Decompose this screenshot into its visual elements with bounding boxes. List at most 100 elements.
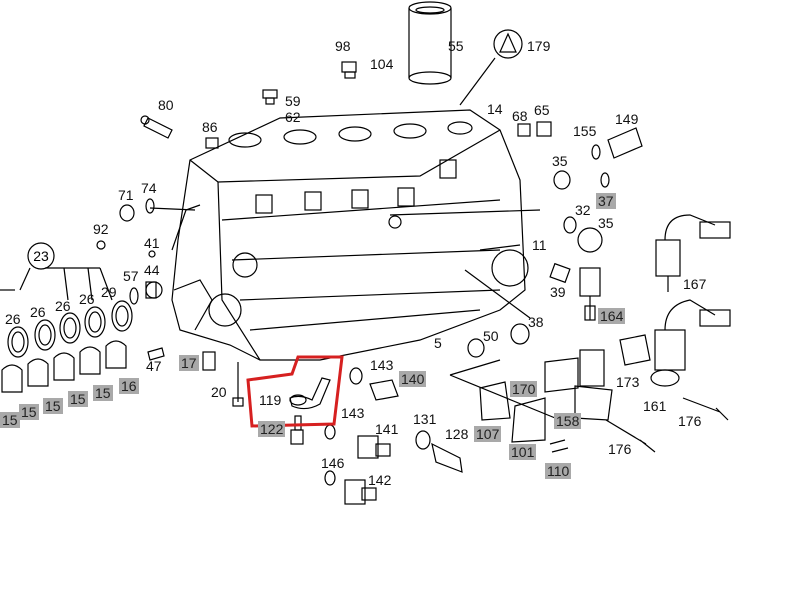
bolt-110-part bbox=[549, 439, 569, 453]
gasket-173-part bbox=[619, 334, 651, 366]
pipe-119-part bbox=[289, 377, 331, 410]
sleeve-86-part bbox=[205, 137, 219, 149]
part-label-35[interactable]: 35 bbox=[552, 153, 568, 169]
cylinder-liner-part bbox=[408, 1, 452, 85]
part-label-173[interactable]: 173 bbox=[616, 374, 640, 390]
part-label-26c[interactable]: 26 bbox=[55, 298, 71, 314]
washer-131-part bbox=[415, 430, 431, 450]
highlight-box-119 bbox=[246, 355, 344, 428]
part-label-74[interactable]: 74 bbox=[141, 180, 157, 196]
sleeves-50-38-part bbox=[467, 323, 530, 358]
part-label-35b[interactable]: 35 bbox=[598, 215, 614, 231]
svg-text:23: 23 bbox=[33, 248, 49, 264]
part-label-41[interactable]: 41 bbox=[144, 235, 160, 251]
engine-block-part bbox=[171, 109, 541, 361]
part-label-50[interactable]: 50 bbox=[483, 328, 499, 344]
part-label-80[interactable]: 80 bbox=[158, 97, 174, 113]
gasket-170-part bbox=[544, 357, 579, 393]
part-label-15e[interactable]: 15 bbox=[93, 385, 113, 401]
part-label-164[interactable]: 164 bbox=[598, 308, 626, 324]
plug-68-part bbox=[517, 121, 552, 137]
part-label-141[interactable]: 141 bbox=[375, 421, 399, 437]
plug-98-part bbox=[341, 61, 357, 79]
part-label-155[interactable]: 155 bbox=[573, 123, 597, 139]
bearing-caps-15-part bbox=[1, 340, 127, 393]
bolt-176-part bbox=[605, 419, 656, 453]
callout-23[interactable]: 23 bbox=[26, 241, 56, 271]
part-label-44[interactable]: 44 bbox=[144, 262, 160, 278]
part-label-17[interactable]: 17 bbox=[179, 355, 199, 371]
part-label-15b[interactable]: 15 bbox=[19, 404, 39, 420]
part-label-101[interactable]: 101 bbox=[509, 444, 537, 460]
sensor-142-part bbox=[344, 479, 377, 505]
part-label-15c[interactable]: 15 bbox=[43, 398, 63, 414]
sensor-140-part bbox=[369, 379, 399, 401]
part-label-38[interactable]: 38 bbox=[528, 314, 544, 330]
fitting-128-part bbox=[431, 442, 463, 473]
part-label-167[interactable]: 167 bbox=[683, 276, 707, 292]
part-label-104[interactable]: 104 bbox=[370, 56, 394, 72]
part-label-179[interactable]: 179 bbox=[527, 38, 551, 54]
part-label-65[interactable]: 65 bbox=[534, 102, 550, 118]
sensor-141-part bbox=[357, 435, 391, 459]
part-label-11[interactable]: 11 bbox=[532, 237, 547, 253]
part-label-68[interactable]: 68 bbox=[512, 108, 528, 124]
part-label-149[interactable]: 149 bbox=[615, 111, 639, 127]
sensor-161-part bbox=[650, 299, 731, 387]
washer-143b-part bbox=[324, 424, 336, 440]
part-label-170[interactable]: 170 bbox=[510, 381, 538, 397]
part-label-15a[interactable]: 15 bbox=[0, 412, 20, 428]
part-label-29[interactable]: 29 bbox=[101, 284, 117, 300]
part-label-55[interactable]: 55 bbox=[448, 38, 464, 54]
part-label-143[interactable]: 143 bbox=[370, 357, 394, 373]
fitting-122-part bbox=[290, 415, 304, 445]
part-label-140[interactable]: 140 bbox=[399, 371, 427, 387]
pin-41-part bbox=[148, 250, 156, 258]
part-label-107[interactable]: 107 bbox=[474, 426, 502, 442]
washer-143-part bbox=[349, 367, 363, 385]
part-label-26b[interactable]: 26 bbox=[30, 304, 46, 320]
cap-35-part bbox=[553, 170, 571, 190]
injector-80-part bbox=[140, 115, 173, 139]
part-label-176a[interactable]: 176 bbox=[678, 413, 702, 429]
part-label-128[interactable]: 128 bbox=[445, 426, 469, 442]
part-label-14[interactable]: 14 bbox=[487, 101, 503, 117]
part-label-176b[interactable]: 176 bbox=[608, 441, 632, 457]
bolt-20-part bbox=[232, 362, 244, 407]
oring-155-part bbox=[591, 144, 601, 160]
part-label-62[interactable]: 62 bbox=[285, 109, 301, 125]
washer-146-part bbox=[324, 470, 336, 486]
part-label-20[interactable]: 20 bbox=[211, 384, 227, 400]
plug-59-part bbox=[262, 89, 278, 105]
part-label-142[interactable]: 142 bbox=[368, 472, 392, 488]
part-label-39[interactable]: 39 bbox=[550, 284, 566, 300]
part-label-86[interactable]: 86 bbox=[202, 119, 218, 135]
part-label-59[interactable]: 59 bbox=[285, 93, 301, 109]
thrust-washer-29-part bbox=[129, 287, 139, 305]
pin-47-part bbox=[147, 347, 165, 361]
seal-32-part bbox=[563, 216, 577, 234]
part-label-110[interactable]: 110 bbox=[545, 463, 572, 479]
part-label-158[interactable]: 158 bbox=[554, 413, 582, 429]
part-label-143b[interactable]: 143 bbox=[341, 405, 365, 421]
part-label-98[interactable]: 98 bbox=[335, 38, 351, 54]
plugs-71-74-part bbox=[119, 198, 155, 222]
part-label-26d[interactable]: 26 bbox=[79, 291, 95, 307]
part-label-57[interactable]: 57 bbox=[123, 268, 139, 284]
part-label-131[interactable]: 131 bbox=[413, 411, 437, 427]
part-label-16[interactable]: 16 bbox=[119, 378, 139, 394]
part-label-15d[interactable]: 15 bbox=[68, 391, 88, 407]
part-label-32[interactable]: 32 bbox=[575, 202, 591, 218]
part-label-71[interactable]: 71 bbox=[118, 187, 134, 203]
part-label-161[interactable]: 161 bbox=[643, 398, 667, 414]
part-label-5[interactable]: 5 bbox=[434, 335, 442, 351]
part-label-92[interactable]: 92 bbox=[93, 221, 109, 237]
part-label-146[interactable]: 146 bbox=[321, 455, 345, 471]
part-label-37[interactable]: 37 bbox=[596, 193, 616, 209]
part-label-26a[interactable]: 26 bbox=[5, 311, 21, 327]
part-label-122[interactable]: 122 bbox=[258, 421, 286, 437]
part-label-47[interactable]: 47 bbox=[146, 358, 162, 374]
part-label-119[interactable]: 119 bbox=[259, 392, 282, 408]
valve-158-part bbox=[574, 349, 613, 421]
